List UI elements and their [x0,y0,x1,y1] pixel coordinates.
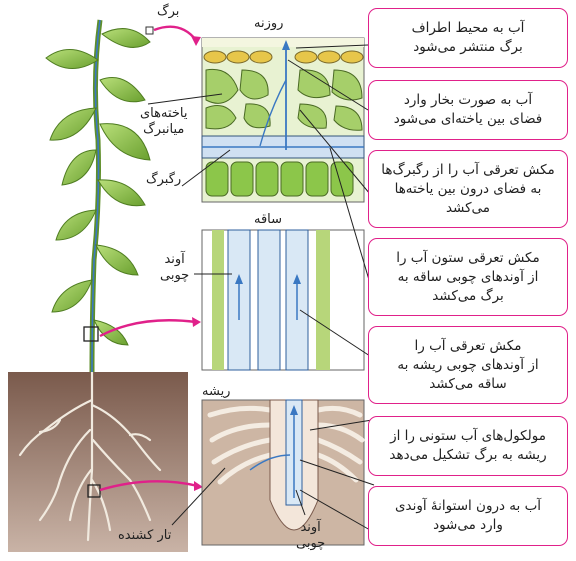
leaf-zoom-marker [146,27,153,34]
callout-5-line3: ساقه می‌کشد [397,375,538,394]
root-xylem-line1: آوند [296,520,325,536]
mesophyll-line1: یاخته‌های [140,106,188,122]
callout-1-line2: برگ منتشر می‌شود [412,38,525,57]
root-label: ریشه [202,384,230,400]
xylem-line2: چوبی [160,268,189,284]
stomata-label: روزنه [254,16,283,32]
vein-label: رگبرگ [146,172,181,188]
callout-7-line1: آب به درون استوانهٔ آوندی [395,497,541,516]
root-xylem-line2: چوبی [296,536,325,552]
callout-3-line1: مکش تعرقی آب را از رگبرگ‌ها [381,161,555,180]
stem-label: ساقه [254,212,282,228]
callout-2-line2: فضای بین یاخته‌ای می‌شود [394,110,542,129]
xylem-line1: آوند [160,252,189,268]
callout-5-line2: از آوندهای چوبی ریشه به [397,356,538,375]
callout-7-line2: وارد می‌شود [395,516,541,535]
callout-6-line1: مولکول‌های آب ستونی را از [389,427,546,446]
xylem-label: آوند چوبی [160,252,189,284]
callout-2-line1: آب به صورت بخار وارد [394,91,542,110]
callout-3-line3: می‌کشد [381,199,555,218]
callout-5-line1: مکش تعرقی آب را [397,337,538,356]
root-section [202,400,364,545]
leaf-label: برگ [157,4,179,20]
callout-1-line1: آب به محیط اطراف [412,19,525,38]
root-hair-label: تار کشنده [118,528,171,544]
mesophyll-line2: میانبرگ [140,122,188,138]
callout-4-line3: برگ می‌کشد [396,287,540,306]
soil [8,372,188,552]
callout-3-line2: به فضای درون بین یاخته‌ها [381,180,555,199]
mesophyll-label: یاخته‌های میانبرگ [140,106,188,138]
stem-section [202,230,364,370]
callout-4-line2: از آوندهای چوبی ساقه به [396,268,540,287]
leaf-section [202,38,364,202]
root-xylem-label: آوند چوبی [296,520,325,552]
callout-6-line2: ریشه به برگ تشکیل می‌دهد [389,446,546,465]
callout-4-line1: مکش تعرقی ستون آب را [396,249,540,268]
